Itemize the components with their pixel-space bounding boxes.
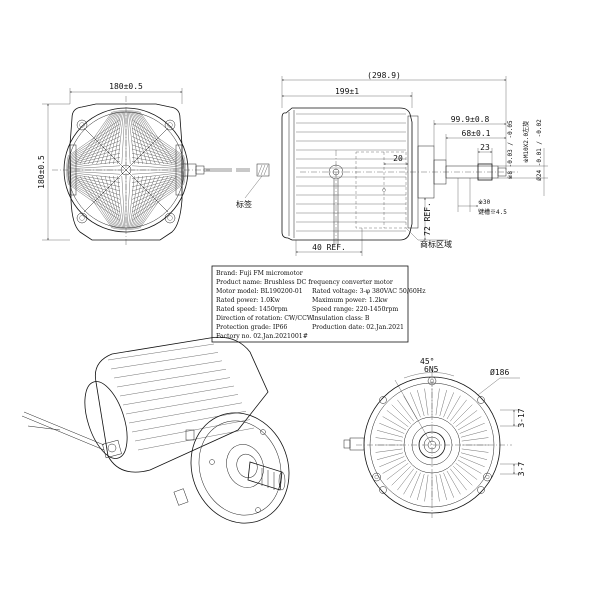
thread-spec-dim: ※M10X2.0左旋	[522, 121, 530, 163]
ref-40-dim: 40 REF.	[312, 243, 346, 252]
spec-line-right: Speed range: 220-1450rpm	[312, 306, 398, 313]
cable-label-text: 标签	[236, 199, 252, 209]
side-view: (298.9) 199±1 99.9±0.8 68±0.1 23 20 72 R…	[281, 71, 548, 256]
spec-line-left: Direction of rotation: CW/CCW	[216, 315, 314, 322]
rear-holes-dim: 6N5	[424, 365, 439, 374]
rear-diameter-dim: Ø186	[490, 367, 509, 377]
spec-line-left: Factory no. 02.Jan.2021001#	[216, 333, 308, 340]
rear-view: 45° 6N5 Ø186 3-17 3-7	[343, 357, 526, 518]
front-height-dim: 180±0.5	[37, 155, 46, 189]
shaft-diameter-dim: Ø24 -0.01 / -0.02	[536, 119, 543, 181]
shaft-key-dim: 23	[480, 143, 490, 152]
spec-line-left: Rated speed: 1450rpm	[216, 306, 288, 313]
key-depth-dim: 键槽※4.5	[478, 208, 507, 216]
spec-line-right: Production date: 02.Jan.2021	[312, 324, 404, 331]
rear-3-17-dim: 3-17	[517, 408, 526, 427]
front-width-dim: 180±0.5	[109, 82, 143, 91]
shaft-mid-dim: 68±0.1	[462, 129, 491, 138]
spec-line-right: Insulation class: B	[312, 315, 370, 322]
overall-length-dim: (298.9)	[367, 71, 401, 80]
spec-line-left: Brand: Fuji FM micromotor	[216, 270, 303, 277]
ref-72-dim: 72 REF.	[423, 202, 432, 236]
shaft-outer-dim: 99.9±0.8	[451, 115, 490, 124]
spec-line-right: Maximum power: 1.2kw	[312, 297, 388, 304]
spec-line-left: Motor model: BL190200-01	[216, 288, 303, 295]
spec-line-right: Rated voltage: 3-φ 380VAC 50/60Hz	[312, 288, 426, 295]
isometric-view	[21, 336, 290, 524]
body-length-dim: 199±1	[335, 87, 359, 96]
spec-line-left: Product name: Brushless DC frequency con…	[216, 279, 393, 286]
front-view: 180±0.5 180±0.5 标签	[37, 82, 270, 246]
key-tolerance-dim: ※8 -0.03 / -0.05	[507, 120, 514, 180]
rear-3-7-dim: 3-7	[517, 462, 526, 477]
key-small-dim: ※30	[478, 199, 491, 206]
rear-angle-dim: 45°	[420, 357, 434, 366]
offset-dim: 20	[393, 154, 403, 163]
trademark-area-label: 商标区域	[420, 239, 452, 249]
spec-line-left: Rated power: 1.0Kw	[216, 297, 281, 304]
spec-line-left: Protection grade: IP66	[216, 324, 287, 331]
